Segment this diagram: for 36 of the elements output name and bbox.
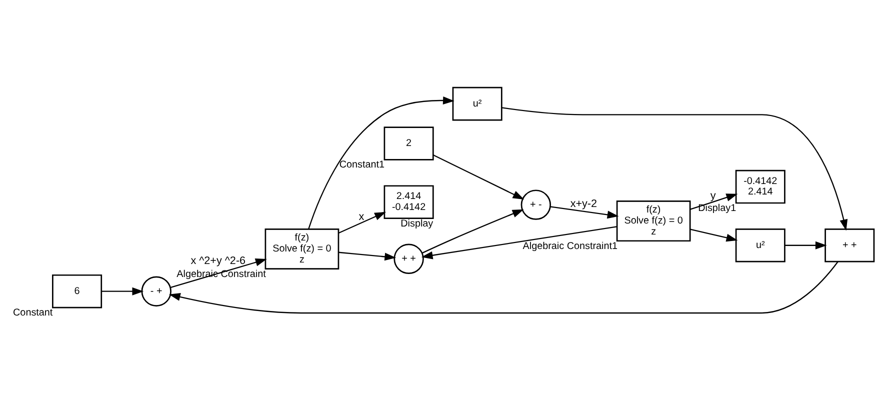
edge-label: y bbox=[710, 190, 716, 202]
arrow bbox=[502, 106, 848, 230]
node-box: u² bbox=[452, 86, 502, 120]
arrow bbox=[550, 206, 619, 218]
node-label: Constant1 bbox=[339, 159, 384, 170]
arrow bbox=[102, 286, 144, 295]
arrow bbox=[433, 154, 524, 200]
arrow bbox=[690, 228, 738, 242]
node-box: u² bbox=[735, 228, 786, 262]
edge-label: x ^2+y ^2-6 bbox=[190, 254, 246, 266]
arrow bbox=[690, 193, 738, 210]
arrow bbox=[308, 96, 454, 229]
arrow bbox=[338, 211, 386, 233]
arrow bbox=[168, 260, 838, 314]
edge-label: x+y-2 bbox=[570, 198, 598, 210]
arrow bbox=[170, 258, 267, 288]
arrow bbox=[338, 251, 396, 260]
arrow bbox=[422, 208, 524, 254]
node-label: Algebraic Constraint bbox=[176, 268, 266, 280]
node-box: 6 bbox=[52, 274, 102, 308]
arrow bbox=[421, 226, 617, 259]
node-box: f(z) Solve f(z) = 0 z bbox=[616, 200, 691, 242]
node-label: Algebraic Constraint1 bbox=[522, 240, 618, 252]
node-box: f(z) Solve f(z) = 0 z bbox=[264, 228, 340, 269]
node-circle: - + bbox=[141, 276, 172, 306]
node-circle: + - bbox=[520, 189, 551, 220]
node-box: 2.414 -0.4142 bbox=[384, 184, 434, 218]
edge-label: x bbox=[358, 210, 364, 222]
node-circle: + + bbox=[394, 243, 424, 274]
node-label: Display bbox=[400, 218, 434, 229]
node-label: Display1 bbox=[698, 202, 736, 214]
node-box: -0.4142 2.414 bbox=[735, 169, 786, 204]
arrow bbox=[784, 240, 827, 249]
node-box: + + bbox=[824, 228, 875, 262]
node-label: Constant bbox=[13, 307, 53, 318]
node-box: 2 bbox=[384, 126, 434, 160]
